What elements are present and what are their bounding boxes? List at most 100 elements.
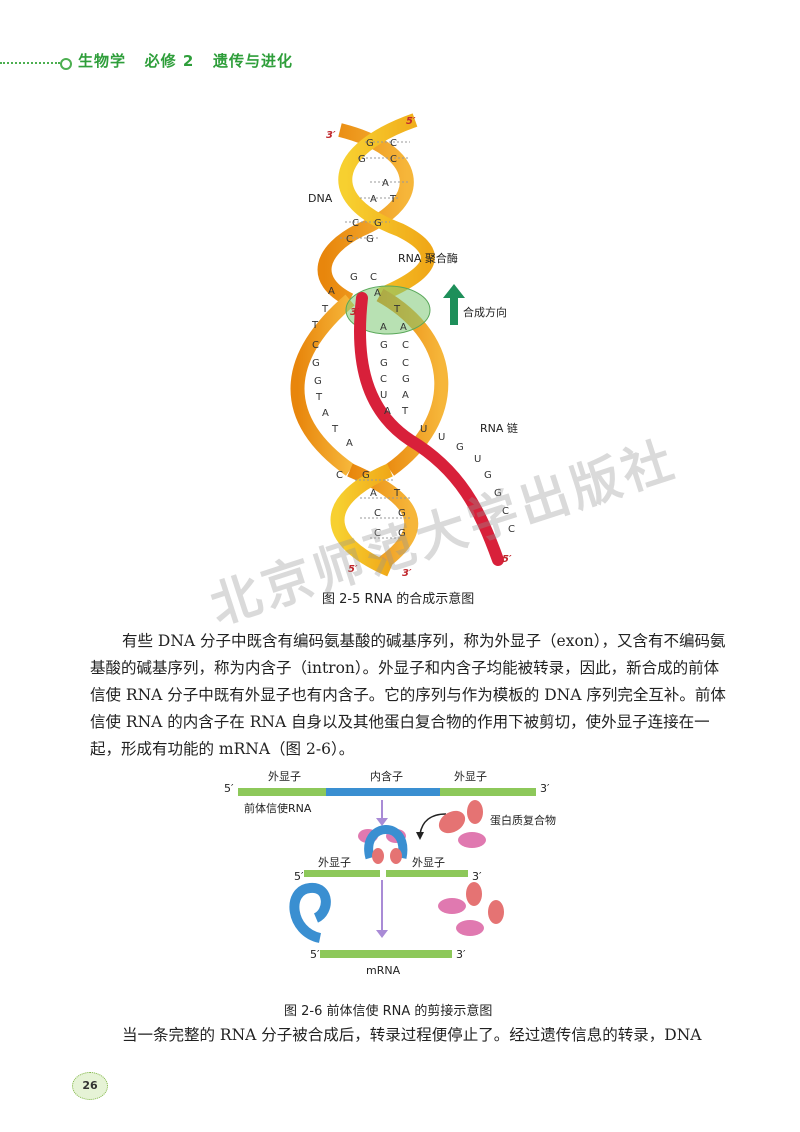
base: C [346, 234, 353, 245]
label-3prime-bottom: 3′ [456, 948, 466, 961]
label-3prime-top: 3′ [540, 782, 550, 795]
label-3prime-bottom: 3′ [402, 568, 412, 579]
exon-bar-left [238, 788, 326, 796]
base: C [374, 528, 381, 539]
protein-ellipse [390, 848, 402, 864]
dna-template-strand [290, 294, 355, 476]
base: T [331, 424, 339, 435]
base: C [336, 470, 343, 481]
paragraph-text: 有些 DNA 分子中既含有编码氨基酸的碱基序列，称为外显子（exon），又含有不… [90, 632, 726, 758]
label-exon-right: 外显子 [454, 770, 487, 783]
label-3prime-mid: 3′ [472, 870, 482, 883]
base: G [366, 234, 374, 245]
base: A [380, 322, 387, 333]
exon-bar-mid-left [304, 870, 380, 877]
protein-ellipse [372, 848, 384, 864]
label-exon-mid-right: 外显子 [412, 856, 445, 869]
base: G [362, 470, 370, 481]
header-circle-icon [60, 58, 72, 70]
base: T [311, 320, 319, 331]
protein-ellipse [466, 882, 482, 906]
label-5prime-top: 5′ [224, 782, 234, 795]
label-5prime-top: 5′ [406, 116, 416, 127]
body-paragraph-1: 有些 DNA 分子中既含有编码氨基酸的碱基序列，称为外显子（exon），又含有不… [90, 628, 730, 763]
label-protein-complex: 蛋白质复合物 [490, 813, 556, 827]
base: T [315, 392, 323, 403]
base: C [390, 138, 397, 149]
figure-2-6-caption: 图 2-6 前体信使 RNA 的剪接示意图 [284, 1004, 493, 1019]
base: A [328, 286, 335, 297]
lariat-intron [289, 883, 331, 943]
dna-strand-orange-top [317, 123, 414, 307]
protein-ellipse [438, 810, 466, 834]
figure-mrna-splicing: 外显子 内含子 外显子 5′ 3′ 前体信使RNA 蛋白质复合物 外显子 外显子… [224, 769, 556, 977]
arrow-down-icon [376, 930, 388, 938]
base: T [321, 304, 329, 315]
synthesis-direction-arrow-icon [443, 284, 465, 325]
figure-rna-synthesis-labels: DNA RNA 聚合酶 合成方向 RNA 链 3′ 5′ 3′ 5′ 3′ 5′… [308, 116, 518, 579]
dna-strand-yellow-top [338, 113, 435, 302]
label-3prime-rna: 3′ [350, 307, 360, 318]
base: A [402, 390, 409, 401]
label-exon-left: 外显子 [268, 770, 301, 783]
base: A [346, 438, 353, 449]
exon-bar-mid-right [386, 870, 468, 877]
base: C [390, 154, 397, 165]
base: C [380, 374, 387, 385]
base: T [393, 304, 401, 315]
protein-ellipse [438, 898, 466, 914]
paragraph-text: 当一条完整的 RNA 分子被合成后，转录过程便停止了。经过遗传信息的转录，DNA [122, 1026, 702, 1044]
base: G [402, 374, 410, 385]
base: C [402, 358, 409, 369]
label-rna-chain: RNA 链 [480, 421, 518, 435]
base: U [380, 390, 387, 401]
base: C [508, 524, 515, 535]
base: A [370, 194, 377, 205]
base: G [494, 488, 502, 499]
protein-ellipse [456, 920, 484, 936]
label-pre-mrna: 前体信使RNA [244, 801, 312, 815]
figure-2-5-caption: 图 2-5 RNA 的合成示意图 [322, 592, 475, 607]
label-5prime-rna: 5′ [502, 554, 512, 565]
base: G [366, 138, 374, 149]
exon-bar-right [440, 788, 536, 796]
base: G [312, 358, 320, 369]
base: G [398, 508, 406, 519]
protein-ellipse [467, 800, 483, 824]
label-mrna: mRNA [366, 964, 401, 977]
dna-strand-yellow-bottom [330, 463, 393, 577]
curved-arrow-icon [419, 813, 447, 835]
label-5prime-mid: 5′ [294, 870, 304, 883]
base: G [484, 470, 492, 481]
rna-strand [354, 292, 504, 566]
intron-bar [326, 788, 440, 796]
intron-loop [364, 825, 408, 860]
base: G [314, 376, 322, 387]
base: U [438, 432, 445, 443]
label-3prime-top: 3′ [326, 130, 336, 141]
header-dotted-line [0, 62, 60, 64]
base: U [420, 424, 427, 435]
base: A [382, 178, 389, 189]
base: U [474, 454, 481, 465]
label-rna-polymerase: RNA 聚合酶 [398, 251, 458, 265]
base: A [374, 288, 381, 299]
base: T [401, 406, 409, 417]
base: G [358, 154, 366, 165]
base: G [456, 442, 464, 453]
base: G [380, 358, 388, 369]
label-dna: DNA [308, 192, 333, 205]
base: C [312, 340, 319, 351]
label-5prime-bottom: 5′ [348, 564, 358, 575]
figure-rna-synthesis [290, 113, 504, 577]
mrna-bar [320, 950, 452, 958]
base: G [374, 218, 382, 229]
arrow-down-icon [376, 818, 388, 826]
protein-ellipse [458, 832, 486, 848]
label-intron: 内含子 [370, 769, 403, 783]
base: C [352, 218, 359, 229]
base: C [402, 340, 409, 351]
body-paragraph-2: 当一条完整的 RNA 分子被合成后，转录过程便停止了。经过遗传信息的转录，DNA [90, 1022, 730, 1049]
base: G [380, 340, 388, 351]
base: C [502, 506, 509, 517]
